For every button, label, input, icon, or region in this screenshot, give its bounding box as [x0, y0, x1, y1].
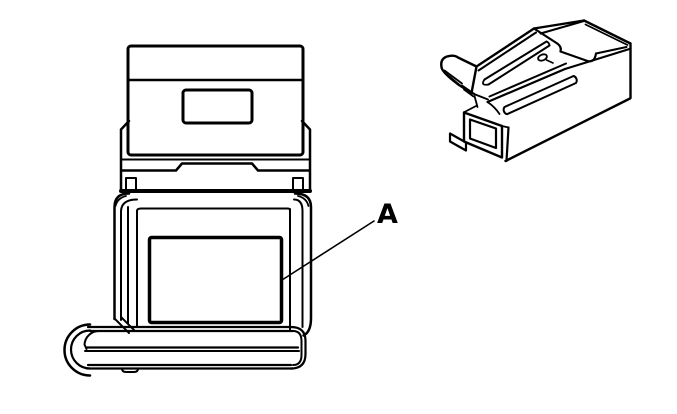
hinge-line-4	[473, 95, 479, 108]
corner-fillet-left	[114, 195, 127, 207]
hook-inner-arc	[69, 329, 92, 370]
housing-window	[181, 88, 254, 125]
top-hole-oval	[537, 53, 548, 62]
front-bottom-edge	[504, 97, 632, 163]
base-small-tab	[121, 367, 139, 373]
latch-paddle	[440, 54, 478, 95]
groove-left-end	[482, 78, 490, 86]
top-front-rim-inner	[486, 67, 567, 104]
bar-right-cap-inner	[292, 330, 303, 366]
box-top-face	[475, 19, 586, 104]
frame-to-body-line	[501, 125, 510, 129]
collar-right-notch	[292, 177, 304, 191]
base-flap	[448, 132, 468, 152]
hinge-line-2	[463, 88, 475, 98]
top-back-inner-edge	[539, 20, 585, 35]
body-outer-right	[293, 192, 313, 337]
box-edges	[486, 19, 632, 163]
front-left-edge	[505, 126, 510, 163]
frame-outline	[462, 111, 504, 159]
latch-thickness-line-2	[446, 73, 461, 86]
body-inner-right	[293, 198, 304, 328]
leader-line	[281, 220, 375, 281]
front-slot-capsule	[502, 75, 578, 116]
collar-tab-line	[120, 162, 311, 172]
groove-line-2	[487, 44, 551, 86]
annotation-a: A	[281, 199, 398, 281]
notch-floor	[559, 50, 589, 63]
upper-housing	[120, 44, 311, 161]
front-frame	[462, 111, 510, 159]
notch-far-edge	[595, 46, 628, 55]
upper-housing-outline	[126, 44, 305, 157]
connector-front-view	[63, 44, 313, 377]
latch-hinge	[461, 84, 489, 113]
groove-line-1	[483, 40, 548, 81]
label-a: A	[377, 199, 398, 230]
base-bar	[63, 323, 307, 377]
collar-left-notch	[125, 177, 137, 191]
front-left-corner-curve	[486, 101, 501, 115]
hook-outer-arc	[63, 323, 92, 377]
corner-fillet-right	[297, 195, 310, 207]
body-inner-top-line	[136, 207, 291, 212]
collar	[119, 162, 312, 193]
window-a-opening	[147, 235, 284, 325]
front-top-edge	[563, 47, 631, 71]
body-outer-left	[113, 192, 131, 321]
rib-edge-outer	[475, 27, 536, 68]
back-right-inner-edge	[584, 23, 629, 46]
top-back-link-edge	[532, 19, 586, 30]
groove-right-end	[545, 40, 551, 47]
body-inner-left	[120, 198, 138, 321]
top-hole-tail	[545, 59, 554, 64]
back-right-edge	[582, 19, 632, 45]
bar-right-cap-outer	[289, 325, 307, 370]
connector-isometric-view	[440, 19, 632, 163]
latch-thickness-line-1	[443, 69, 463, 85]
hinge-line-3	[470, 92, 489, 101]
hinge-line-5	[463, 105, 477, 113]
frame-window	[468, 118, 498, 150]
rib-edge-inner	[477, 31, 537, 72]
hook-tongue-arc	[83, 329, 100, 350]
top-front-rim-outer	[488, 62, 567, 98]
lower-body	[113, 192, 313, 337]
